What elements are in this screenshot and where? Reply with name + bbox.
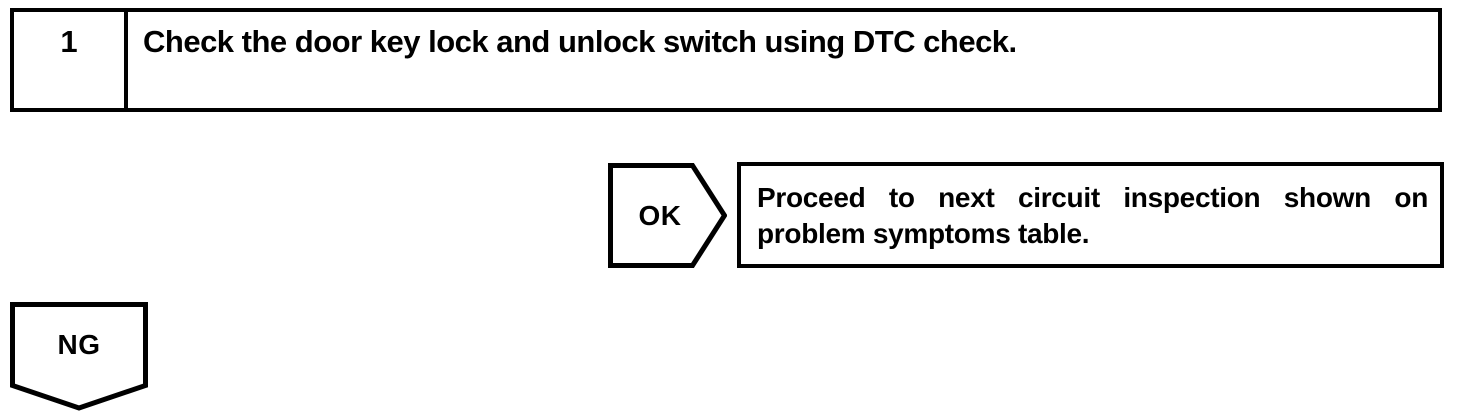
ng-pentagon-icon (10, 302, 148, 411)
ng-connector: NG (10, 302, 148, 411)
ok-result-box: Proceed to next circuit inspection shown… (737, 162, 1444, 268)
ok-label: OK (638, 199, 682, 231)
ok-result-line-2: problem symptoms table. (757, 218, 1090, 249)
ng-label: NG (57, 329, 101, 360)
ok-pentagon-icon (608, 163, 727, 268)
step-box: 1 Check the door key lock and unlock swi… (10, 8, 1442, 112)
ok-connector: OK (608, 163, 727, 268)
step-number: 1 (14, 12, 128, 108)
ok-result-line-1: Proceed to next circuit inspection shown… (757, 182, 1428, 213)
step-instruction: Check the door key lock and unlock switc… (143, 24, 1017, 59)
